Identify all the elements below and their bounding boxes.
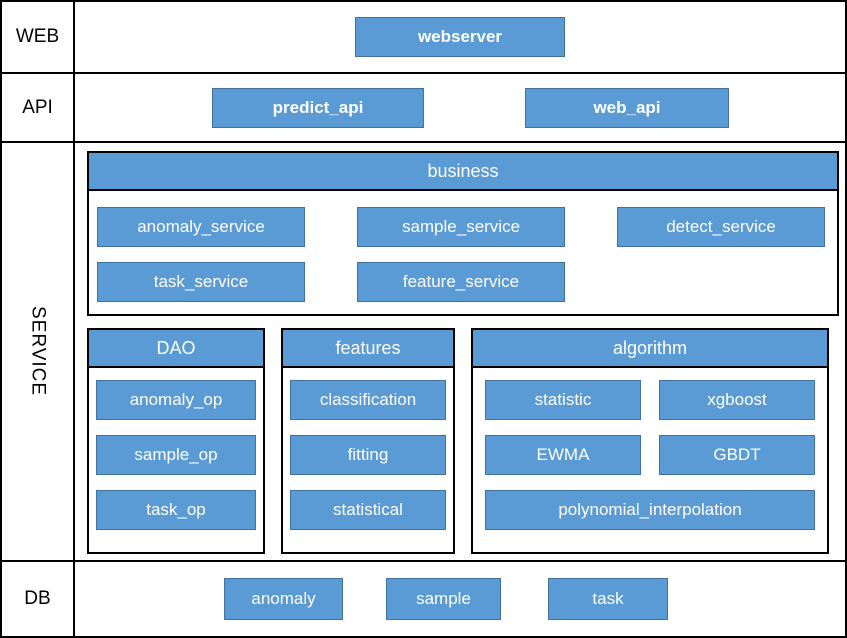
anomaly-service-box: anomaly_service [97, 207, 305, 247]
layer-row-web: WEB webserver [2, 2, 845, 74]
features-group-body: classification fitting statistical [283, 368, 453, 530]
web-api-box: web_api [525, 87, 729, 128]
sample-db-box: sample [386, 578, 501, 620]
api-layer-content: predict_api web_api [75, 74, 845, 141]
features-group: features classification fitting statisti… [281, 328, 455, 554]
dao-group-body: anomaly_op sample_op task_op [89, 368, 263, 530]
ewma-box: EWMA [485, 435, 641, 475]
predict-api-box: predict_api [212, 87, 424, 128]
task-db-box: task [548, 578, 668, 620]
xgboost-box: xgboost [659, 380, 815, 420]
sample-service-box: sample_service [357, 207, 565, 247]
service-subgroups-row: DAO anomaly_op sample_op task_op feature… [87, 328, 845, 554]
task-op-box: task_op [96, 490, 256, 530]
webserver-box: webserver [355, 17, 565, 57]
gbdt-box: GBDT [659, 435, 815, 475]
layer-row-db: DB anomaly sample task [2, 562, 845, 636]
statistical-box: statistical [290, 490, 446, 530]
task-service-box: task_service [97, 262, 305, 302]
algorithm-group-body: statistic xgboost EWMA GBDT polynomial_i… [473, 368, 827, 530]
layer-row-api: API predict_api web_api [2, 74, 845, 143]
layer-label-web: WEB [2, 2, 75, 72]
algorithm-row-2: EWMA GBDT [485, 435, 815, 475]
business-row-1: anomaly_service sample_service detect_se… [89, 207, 837, 247]
statistic-box: statistic [485, 380, 641, 420]
dao-group: DAO anomaly_op sample_op task_op [87, 328, 265, 554]
web-layer-content: webserver [75, 2, 845, 72]
anomaly-op-box: anomaly_op [96, 380, 256, 420]
algorithm-row-1: statistic xgboost [485, 380, 815, 420]
anomaly-db-box: anomaly [224, 578, 343, 620]
business-row-2: task_service feature_service [89, 262, 837, 302]
sample-op-box: sample_op [96, 435, 256, 475]
polynomial-interpolation-box: polynomial_interpolation [485, 490, 815, 530]
classification-box: classification [290, 380, 446, 420]
feature-service-box: feature_service [357, 262, 565, 302]
business-group-header: business [89, 153, 837, 191]
features-group-header: features [283, 330, 453, 368]
algorithm-group-header: algorithm [473, 330, 827, 368]
algorithm-group: algorithm statistic xgboost EWMA GBDT po… [471, 328, 829, 554]
service-layer-content: business anomaly_service sample_service … [75, 143, 845, 560]
layer-row-service: SERVICE business anomaly_service sample_… [2, 143, 845, 562]
business-group: business anomaly_service sample_service … [87, 151, 839, 316]
db-layer-content: anomaly sample task [75, 562, 845, 636]
layer-label-db: DB [2, 562, 75, 636]
dao-group-header: DAO [89, 330, 263, 368]
detect-service-box: detect_service [617, 207, 825, 247]
layer-label-api: API [2, 74, 75, 141]
layer-label-service: SERVICE [2, 143, 75, 560]
fitting-box: fitting [290, 435, 446, 475]
